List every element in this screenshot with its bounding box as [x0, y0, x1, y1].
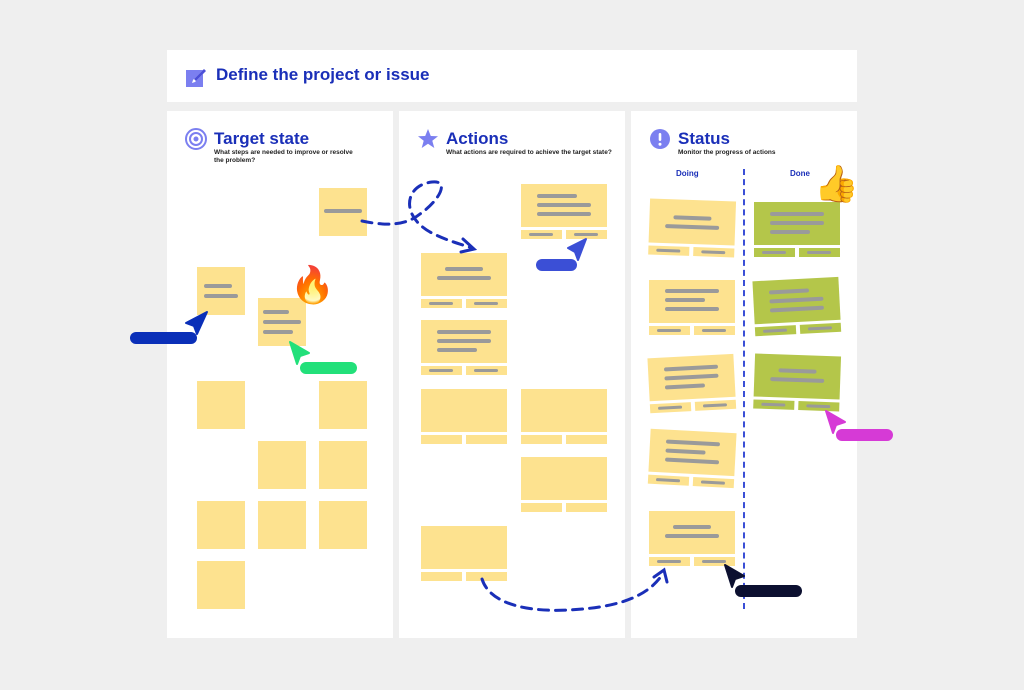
status-divider — [743, 169, 745, 609]
target-icon — [185, 128, 207, 150]
edit-icon — [186, 69, 206, 87]
board-title[interactable]: Define the project or issue — [216, 65, 430, 84]
action-card-footer — [466, 572, 507, 581]
sticky-note[interactable] — [197, 381, 245, 429]
action-card[interactable] — [521, 457, 607, 500]
status-card-doing[interactable] — [649, 280, 737, 342]
sticky-note[interactable] — [197, 501, 245, 549]
column-title: Actions — [446, 129, 509, 148]
action-card[interactable] — [421, 526, 507, 569]
sticky-note[interactable] — [258, 298, 306, 346]
status-card-doing[interactable] — [647, 353, 738, 421]
sticky-note[interactable] — [197, 267, 245, 315]
action-card-footer — [466, 366, 507, 375]
sub-column-done-label: Done — [790, 169, 810, 178]
action-card-footer — [566, 230, 607, 239]
status-card-done[interactable] — [753, 353, 843, 418]
action-card-footer — [421, 435, 462, 444]
fire-emoji[interactable]: 🔥 — [290, 264, 335, 305]
action-card-footer — [466, 299, 507, 308]
action-card-footer — [521, 230, 562, 239]
exclamation-icon — [650, 129, 670, 149]
column-subtitle: What actions are required to achieve the… — [446, 149, 612, 156]
action-card[interactable] — [421, 389, 507, 432]
status-card-doing[interactable] — [648, 198, 738, 263]
status-card-done[interactable] — [752, 276, 843, 344]
action-card[interactable] — [521, 389, 607, 432]
sticky-note[interactable] — [319, 441, 367, 489]
action-card-footer — [421, 366, 462, 375]
status-card-doing[interactable] — [649, 511, 737, 573]
status-card-doing[interactable] — [647, 428, 738, 496]
sticky-note[interactable] — [319, 188, 367, 236]
sticky-note[interactable] — [319, 381, 367, 429]
board-title-bar: Define the project or issue — [167, 50, 857, 102]
action-card-footer — [421, 299, 462, 308]
action-card-footer — [421, 572, 462, 581]
status-card-done[interactable] — [754, 202, 842, 264]
sub-column-doing-label: Doing — [676, 169, 699, 178]
star-icon — [418, 129, 438, 148]
action-card-footer — [566, 435, 607, 444]
action-card[interactable] — [421, 320, 507, 363]
sticky-note[interactable] — [197, 561, 245, 609]
thumbs-up-emoji[interactable]: 👍 — [814, 163, 859, 204]
action-card-footer — [521, 503, 562, 512]
column-title: Target state — [214, 129, 310, 148]
action-card-footer — [466, 435, 507, 444]
action-card-footer — [566, 503, 607, 512]
column-title: Status — [678, 129, 730, 148]
sticky-note[interactable] — [258, 501, 306, 549]
action-card[interactable] — [421, 253, 507, 296]
sticky-note[interactable] — [258, 441, 306, 489]
action-card[interactable] — [521, 184, 607, 227]
action-card-footer — [521, 435, 562, 444]
column-subtitle: What steps are needed to improve or reso… — [214, 149, 353, 164]
column-subtitle: Monitor the progress of actions — [678, 149, 776, 156]
sticky-note[interactable] — [319, 501, 367, 549]
